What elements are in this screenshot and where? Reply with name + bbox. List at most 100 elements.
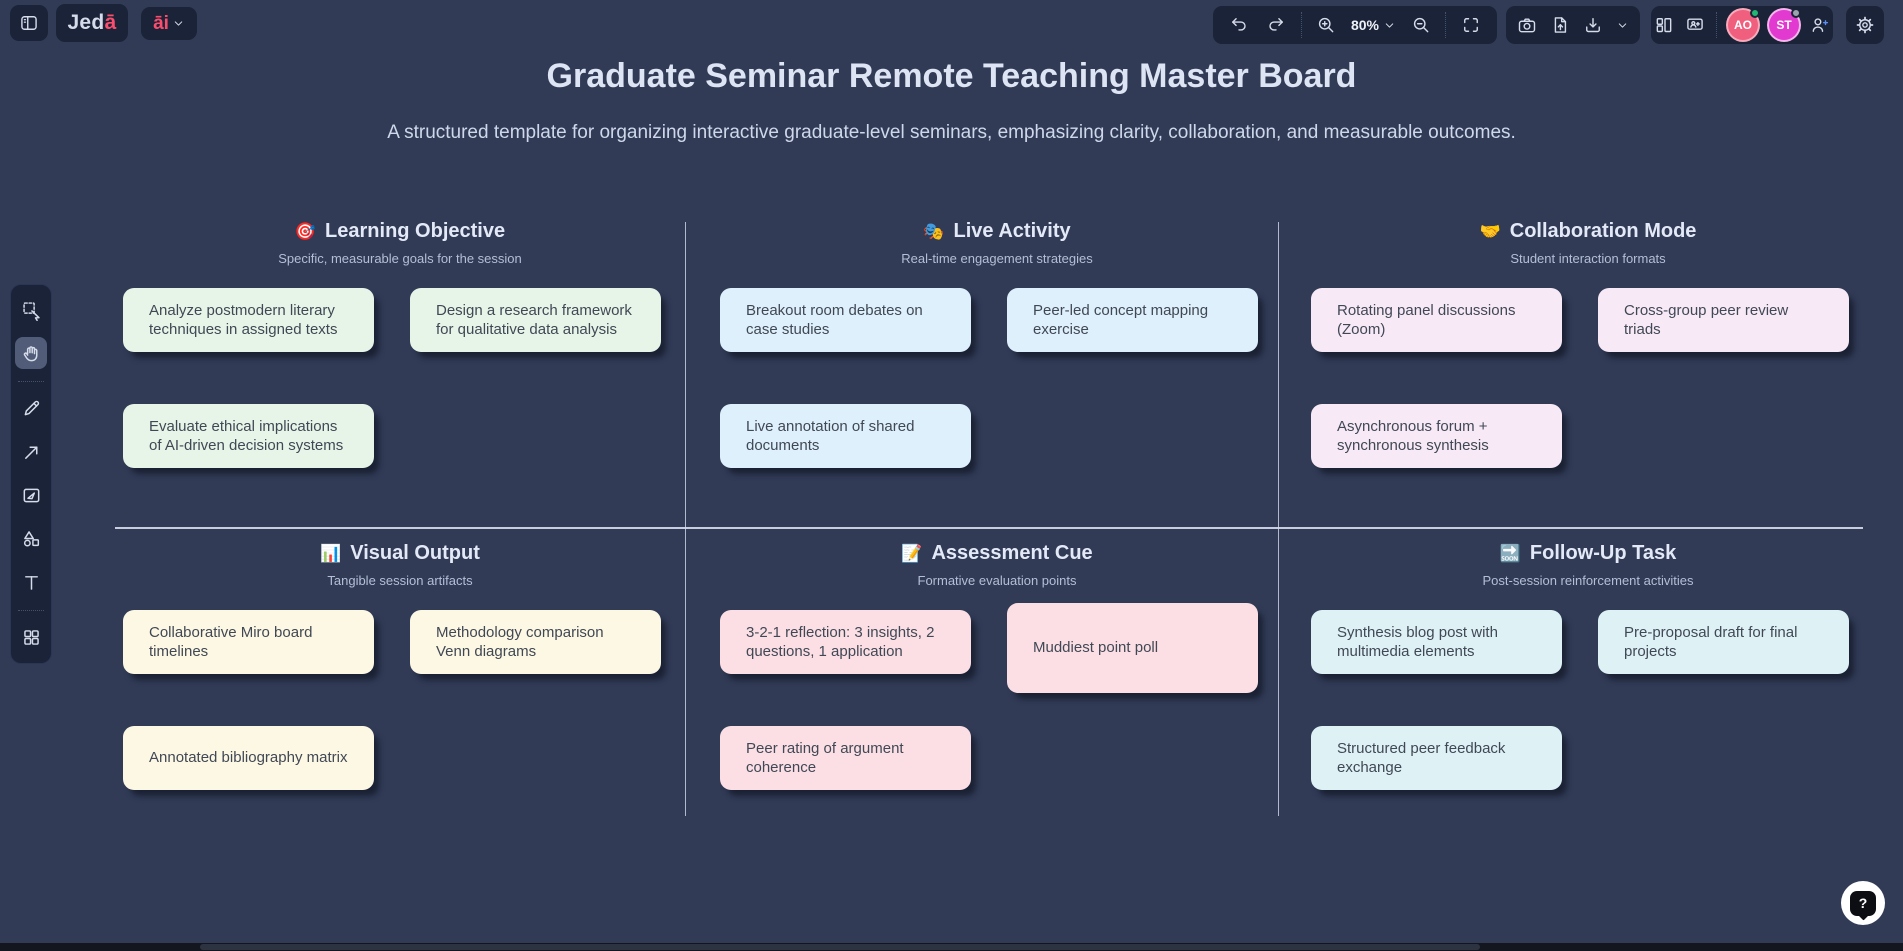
- sticky-note[interactable]: Annotated bibliography matrix: [123, 726, 374, 790]
- section-follow-up-task: 🔜 Follow-Up Task Post-session reinforcem…: [1303, 540, 1873, 840]
- download-icon: [1586, 18, 1600, 33]
- presence-status-dot: [1791, 8, 1801, 18]
- note-text: Peer-led concept mapping exercise: [1033, 301, 1209, 338]
- brand-logo-button[interactable]: Jedā: [56, 4, 128, 42]
- sticky-note[interactable]: Design a research framework for qualitat…: [410, 288, 661, 352]
- invite-user-button[interactable]: [1810, 10, 1830, 40]
- gear-icon: [1856, 16, 1874, 34]
- sticky-note[interactable]: Rotating panel discussions (Zoom): [1311, 288, 1562, 352]
- section-assessment-cue: 📝 Assessment Cue Formative evaluation po…: [712, 540, 1282, 840]
- file-upload-icon: [1554, 17, 1567, 33]
- collaboration-toolbar: AO ST: [1651, 6, 1833, 44]
- import-file-button[interactable]: [1550, 10, 1570, 40]
- brand-text: Jedā: [67, 11, 117, 34]
- sticky-note[interactable]: Peer-led concept mapping exercise: [1007, 288, 1258, 352]
- zoom-in-button[interactable]: [1314, 10, 1339, 40]
- text-tool[interactable]: [15, 566, 47, 598]
- undo-icon: [1232, 18, 1247, 31]
- hand-tool[interactable]: [15, 337, 47, 370]
- screenshot-button[interactable]: [1517, 10, 1537, 40]
- handshake-icon: 🤝: [1479, 221, 1501, 241]
- horizontal-scrollbar-track[interactable]: [0, 943, 1903, 951]
- zoom-in-icon: [1319, 17, 1334, 33]
- sidebar-toggle-button[interactable]: [10, 5, 48, 41]
- sticky-note[interactable]: Evaluate ethical implications of AI-driv…: [123, 404, 374, 468]
- section-visual-output: 📊 Visual Output Tangible session artifac…: [115, 540, 685, 840]
- note-text: Annotated bibliography matrix: [149, 749, 348, 767]
- horizontal-scrollbar-thumb[interactable]: [200, 944, 1480, 950]
- settings-button[interactable]: [1846, 6, 1884, 44]
- sticky-note[interactable]: Methodology comparison Venn diagrams: [410, 610, 661, 674]
- chevron-down-icon: [174, 21, 183, 26]
- toolbar-divider: [1445, 12, 1447, 38]
- sticky-note[interactable]: 3-2-1 reflection: 3 insights, 2 question…: [720, 610, 971, 674]
- apps-grid-tool[interactable]: [15, 622, 47, 654]
- tool-rail-divider: [18, 380, 44, 382]
- download-button[interactable]: [1583, 10, 1603, 40]
- note-text: Analyze postmodern literary techniques i…: [149, 301, 338, 338]
- fullscreen-button[interactable]: [1458, 10, 1483, 40]
- board-subtitle: A structured template for organizing int…: [387, 122, 1516, 143]
- section-subtitle: Formative evaluation points: [917, 573, 1077, 588]
- grid-vertical-line: [1278, 222, 1279, 816]
- pen-tool[interactable]: [15, 393, 47, 425]
- screen-share-icon: [1687, 18, 1703, 30]
- avatar-ST[interactable]: ST: [1769, 8, 1801, 40]
- sticky-note[interactable]: Live annotation of shared documents: [720, 404, 971, 468]
- ai-menu-button[interactable]: āi: [141, 7, 197, 40]
- grid-vertical-line: [685, 222, 686, 816]
- ai-menu-label: āi: [153, 12, 169, 34]
- toolbar-divider: [1716, 12, 1717, 38]
- note-text: Synthesis blog post with multimedia elem…: [1337, 623, 1498, 660]
- zoom-level-value: 80%: [1350, 17, 1380, 33]
- note-text: Breakout room debates on case studies: [746, 301, 923, 338]
- image-tool[interactable]: [15, 480, 47, 512]
- diagonal-arrow-icon: [24, 446, 37, 459]
- sticky-note[interactable]: Breakout room debates on case studies: [720, 288, 971, 352]
- chevron-down-icon: [1385, 22, 1394, 28]
- select-tool[interactable]: [15, 294, 47, 326]
- section-live-activity: 🎭 Live Activity Real-time engagement str…: [712, 218, 1282, 518]
- sticky-note[interactable]: Synthesis blog post with multimedia elem…: [1311, 610, 1562, 674]
- section-title: Live Activity: [953, 219, 1071, 242]
- grid-horizontal-line: [115, 527, 1863, 529]
- avatar-AO[interactable]: AO: [1728, 8, 1760, 40]
- help-button[interactable]: ?: [1841, 881, 1885, 925]
- chevron-down-icon[interactable]: [1616, 19, 1629, 32]
- layout-button[interactable]: [1654, 10, 1674, 40]
- section-header: 🎯 Learning Objective: [115, 218, 685, 244]
- section-subtitle: Real-time engagement strategies: [901, 251, 1093, 266]
- sticky-note[interactable]: Peer rating of argument coherence: [720, 726, 971, 790]
- section-header: 📊 Visual Output: [115, 540, 685, 566]
- sticky-note[interactable]: Asynchronous forum + synchronous synthes…: [1311, 404, 1562, 468]
- camera-icon: [1518, 18, 1536, 33]
- note-text: Cross-group peer review triads: [1624, 301, 1789, 338]
- arrow-tool[interactable]: [15, 436, 47, 468]
- help-chat-icon: ?: [1850, 890, 1876, 916]
- sticky-note[interactable]: Muddiest point poll: [1007, 603, 1258, 693]
- fullscreen-icon: [1463, 18, 1478, 32]
- hand-icon: [23, 346, 37, 362]
- sticky-note[interactable]: Structured peer feedback exchange: [1311, 726, 1562, 790]
- section-title: Learning Objective: [325, 219, 506, 242]
- sticky-note[interactable]: Cross-group peer review triads: [1598, 288, 1849, 352]
- note-text: Asynchronous forum + synchronous synthes…: [1337, 417, 1489, 454]
- zoom-level-dropdown[interactable]: 80%: [1351, 17, 1396, 33]
- shapes-tool[interactable]: [15, 523, 47, 555]
- note-text: Rotating panel discussions (Zoom): [1337, 301, 1516, 338]
- capture-export-toolbar: [1506, 6, 1640, 44]
- present-button[interactable]: [1685, 10, 1705, 40]
- note-text: Evaluate ethical implications of AI-driv…: [149, 417, 344, 454]
- sticky-note[interactable]: Pre-proposal draft for final projects: [1598, 610, 1849, 674]
- section-title: Collaboration Mode: [1509, 219, 1697, 242]
- sticky-note[interactable]: Analyze postmodern literary techniques i…: [123, 288, 374, 352]
- shapes-icon: [23, 531, 39, 547]
- undo-button[interactable]: [1227, 10, 1252, 40]
- pen-icon: [24, 401, 39, 416]
- section-learning-objective: 🎯 Learning Objective Specific, measurabl…: [115, 218, 685, 518]
- layout-icon: [1656, 18, 1672, 33]
- sticky-note[interactable]: Collaborative Miro board timelines: [123, 610, 374, 674]
- section-header: 📝 Assessment Cue: [712, 540, 1282, 566]
- zoom-out-button[interactable]: [1408, 10, 1433, 40]
- redo-button[interactable]: [1264, 10, 1289, 40]
